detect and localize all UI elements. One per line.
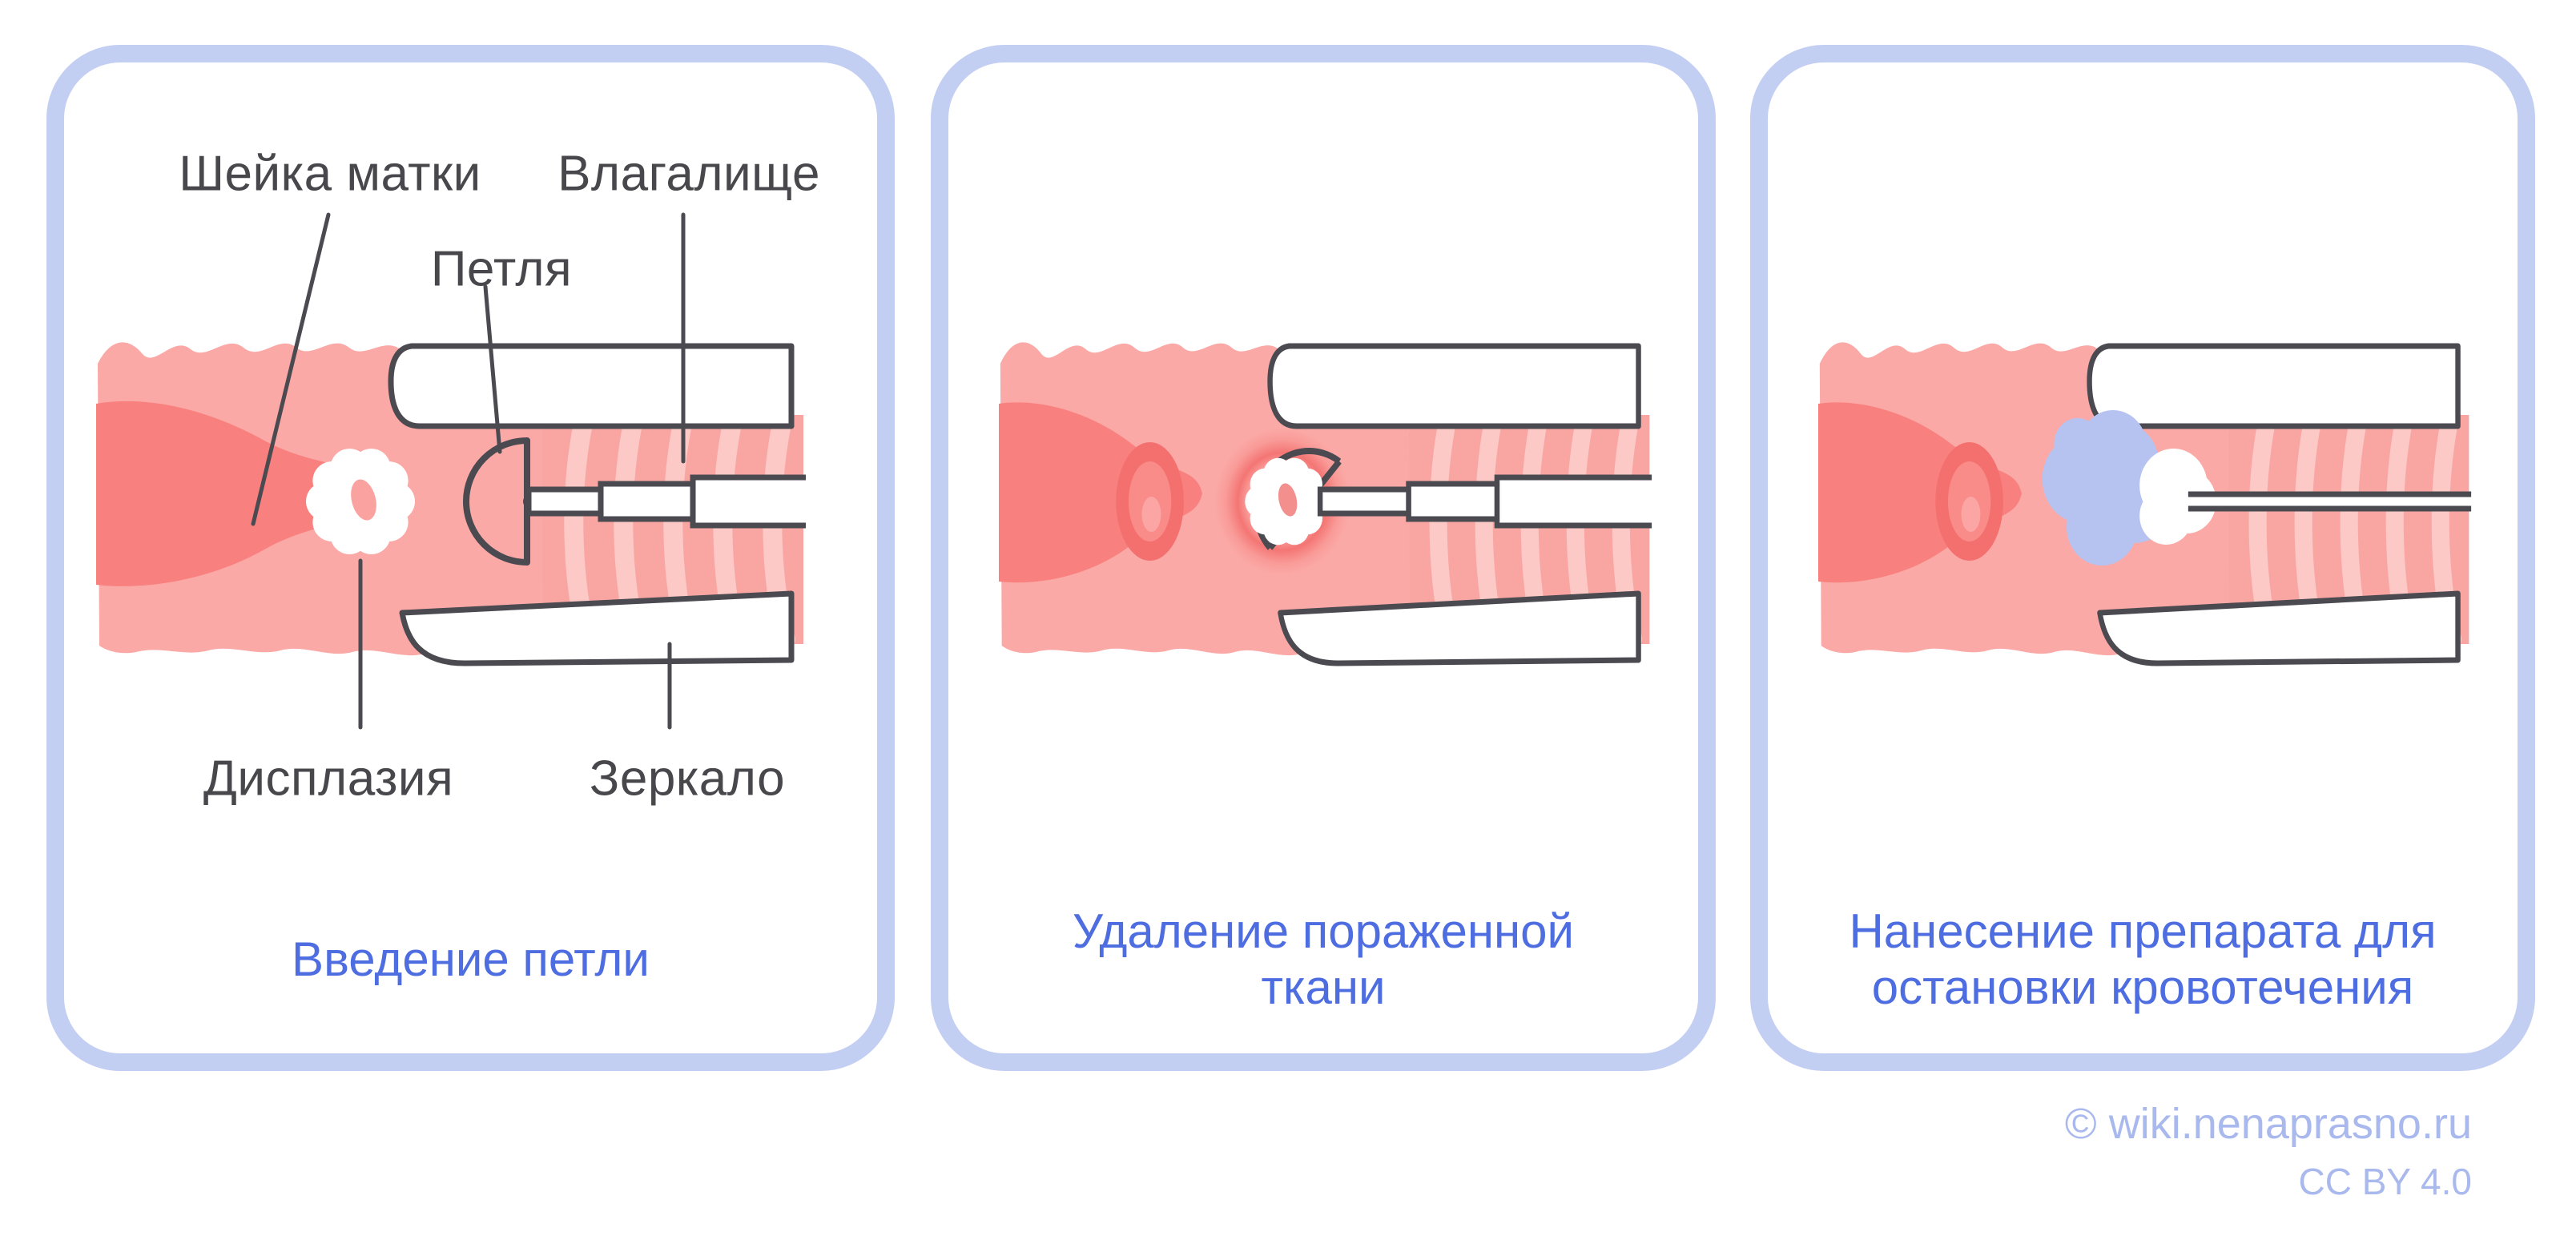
- anatomy-group: [999, 342, 1652, 666]
- anatomy-group: [96, 342, 806, 666]
- attribution-license: CC BY 4.0: [2298, 1161, 2472, 1202]
- pointer-lines: [251, 212, 686, 730]
- swab-stick: [2188, 491, 2472, 512]
- cervix-dark-region: [96, 401, 394, 586]
- speculum-upper-blade: [1267, 343, 1641, 429]
- cervix-dark-region: [1818, 402, 2022, 583]
- pointer-cervix: [251, 212, 331, 526]
- label-loop: Петля: [430, 241, 573, 297]
- panel-tissue-removal: Удаление пораженной ткани: [931, 45, 1716, 1071]
- illustration-medication: [1818, 342, 2472, 666]
- attribution: © wiki.nenaprasno.ru CC BY 4.0: [2065, 1099, 2472, 1203]
- illustration-tissue-removal: [999, 342, 1652, 666]
- cervical-canal-opening: [1935, 442, 2003, 561]
- speculum-lower-blade: [1278, 590, 1641, 666]
- panel-medication-application: Нанесение препарата для остановки кровот…: [1750, 45, 2535, 1071]
- speculum-lower-blade: [2097, 590, 2461, 666]
- speculum-upper-blade: [2087, 343, 2461, 429]
- anatomy-group: [1818, 342, 2472, 666]
- cervical-canal-opening: [1116, 442, 1184, 561]
- caption-step-3: Нанесение препарата для остановки кровот…: [1849, 904, 2437, 1014]
- label-vagina: Влагалище: [557, 146, 820, 202]
- caption-step-2: Удаление пораженной ткани: [1072, 904, 1575, 1014]
- cervix-dark-region: [999, 402, 1202, 583]
- attribution-site: © wiki.nenaprasno.ru: [2065, 1099, 2472, 1149]
- pointer-loop: [483, 284, 502, 454]
- label-dysplasia: Дисплазия: [203, 751, 454, 807]
- panel-loop-insertion: Шейка матки Влагалище Петля Дисплазия Зе…: [46, 45, 895, 1071]
- speculum-upper-blade: [388, 343, 795, 429]
- illustration-loop-insertion: [96, 212, 806, 730]
- caption-step-1: Введение петли: [292, 932, 650, 986]
- dysplasia-lesion: [1245, 457, 1328, 545]
- cotton-swab: [2139, 449, 2216, 545]
- electrode-handle: [1317, 474, 1652, 529]
- label-cervix: Шейка матки: [179, 146, 481, 202]
- label-speculum: Зеркало: [589, 751, 786, 807]
- speculum-lower-blade: [399, 590, 795, 666]
- dysplasia-lesion: [306, 449, 415, 554]
- copyright-icon: ©: [2064, 1100, 2097, 1148]
- electrode-handle: [525, 474, 806, 529]
- attribution-site-text: wiki.nenaprasno.ru: [2108, 1100, 2472, 1148]
